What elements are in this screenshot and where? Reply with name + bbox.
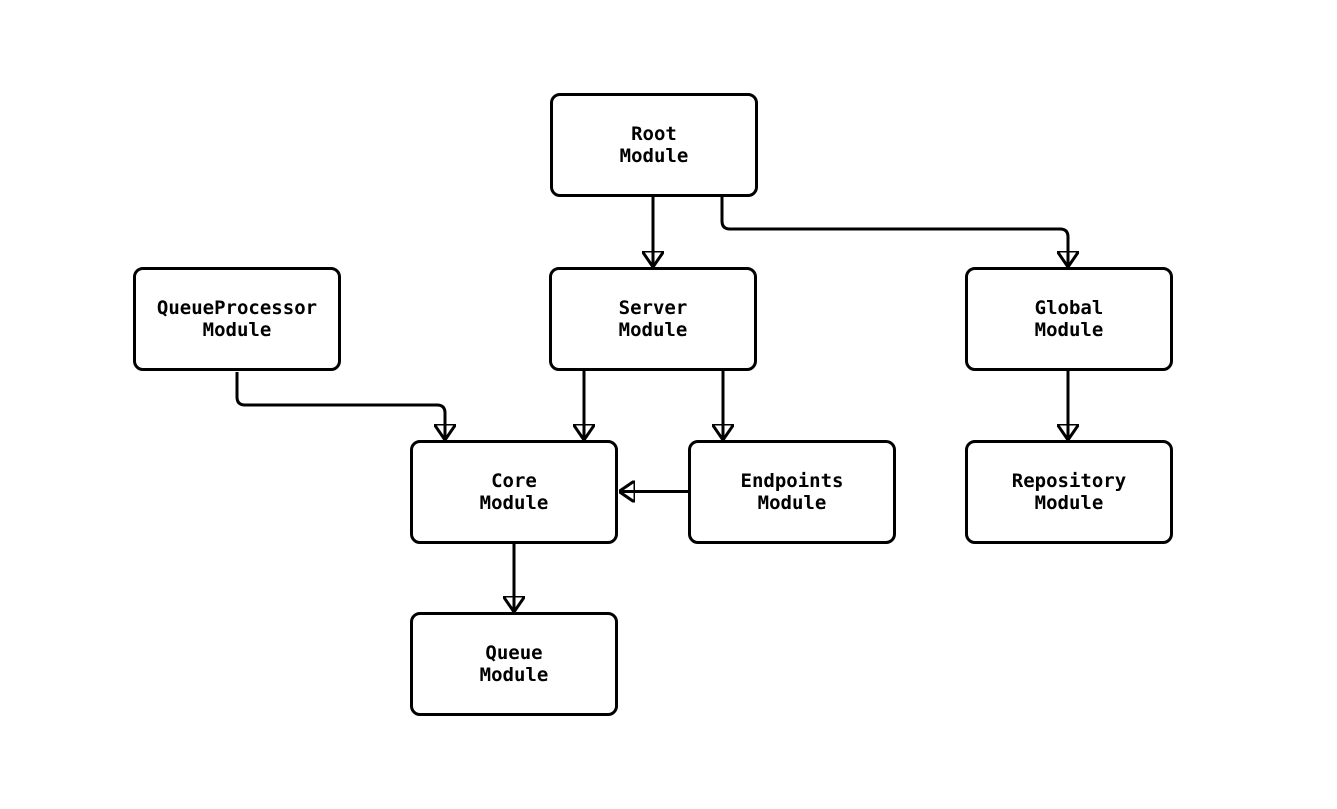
- node-label-line2: Module: [479, 664, 549, 686]
- node-root-module: Root Module: [550, 93, 758, 197]
- node-label-line1: Server: [618, 297, 688, 319]
- node-label-line1: Core: [491, 470, 537, 492]
- node-label-line1: Root: [631, 123, 677, 145]
- node-global-module: Global Module: [965, 267, 1173, 371]
- node-queueprocessor-module: QueueProcessor Module: [133, 267, 341, 371]
- node-label-line2: Module: [1034, 492, 1104, 514]
- node-label-line1: Global: [1034, 297, 1104, 319]
- node-label-line2: Module: [618, 319, 688, 341]
- node-endpoints-module: Endpoints Module: [688, 440, 896, 544]
- node-label-line2: Module: [1034, 319, 1104, 341]
- node-core-module: Core Module: [410, 440, 618, 544]
- node-label-line2: Module: [202, 319, 272, 341]
- node-label-line2: Module: [619, 145, 689, 167]
- node-repository-module: Repository Module: [965, 440, 1173, 544]
- node-label-line2: Module: [479, 492, 549, 514]
- node-queue-module: Queue Module: [410, 612, 618, 716]
- node-label-line1: Endpoints: [740, 470, 844, 492]
- node-label-line1: Queue: [485, 642, 543, 664]
- node-label-line2: Module: [757, 492, 827, 514]
- edge-queueprocessor-to-core: [235, 372, 445, 439]
- node-label-line1: QueueProcessor: [156, 297, 318, 319]
- node-server-module: Server Module: [549, 267, 757, 371]
- edge-root-to-global: [720, 197, 1068, 266]
- node-label-line1: Repository: [1011, 470, 1127, 492]
